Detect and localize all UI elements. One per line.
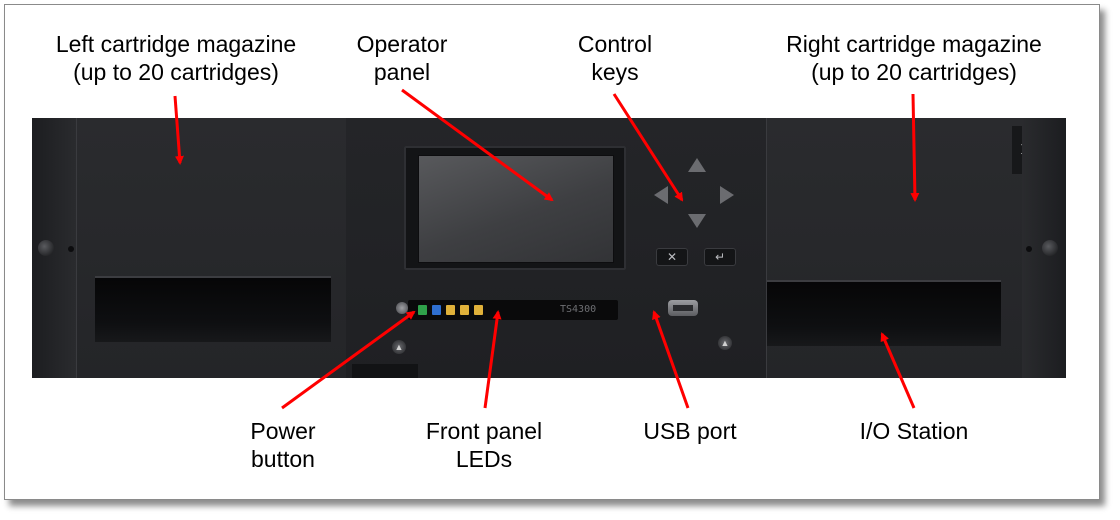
status-led [474,305,483,315]
indicator-dot [1026,246,1032,252]
down-arrow-key-icon[interactable] [688,214,706,228]
arrow-front-panel-leds [483,310,502,409]
operator-panel-bezel [404,146,626,270]
rack-screw [1042,240,1058,256]
up-arrow-key-icon[interactable] [688,158,706,172]
left-rack-ear [32,118,76,378]
cancel-key[interactable]: ✕ [656,248,688,266]
bottom-label-plate [352,364,418,378]
label-usb-port: USB port [643,418,737,444]
usb-port[interactable] [668,300,698,316]
arrow-io-station [880,332,916,409]
arrow-power-button [281,310,416,410]
left-cartridge-magazine[interactable] [76,118,348,378]
arrow-usb-port [652,310,690,409]
label-power-button: Power button [250,418,316,472]
status-led [418,305,427,315]
label-control-keys: Control keys [577,31,653,85]
right-arrow-key-icon[interactable] [720,186,734,204]
power-button[interactable] [396,302,408,314]
arrow-left-magazine [173,95,184,165]
lock-knob-icon: ▲ [392,340,406,354]
tape-library-front: ✕ ↵ TS4300 ▲ ▲ IBM [32,118,1066,378]
arrow-control-keys [612,93,684,202]
label-right-magazine: Right cartridge magazine (up to 20 cartr… [786,31,1042,85]
lock-knob-icon: ▲ [718,336,732,350]
status-led [446,305,455,315]
usb-port-opening [673,305,693,311]
status-led [460,305,469,315]
label-front-panel-leds: Front panel LEDs [425,418,543,472]
model-text: TS4300 [560,304,597,315]
arrow-right-magazine [910,93,920,202]
rack-screw [38,240,54,256]
left-magazine-slot [95,276,331,342]
front-panel-led-strip: TS4300 [408,300,618,320]
label-left-magazine: Left cartridge magazine (up to 20 cartri… [55,31,297,85]
center-control-section: ✕ ↵ TS4300 ▲ ▲ [346,118,766,378]
right-rack-ear [1022,118,1066,378]
arrow-operator-panel [401,88,554,202]
label-io-station: I/O Station [859,418,969,444]
label-operator-panel: Operator panel [356,31,448,85]
indicator-dot [68,246,74,252]
status-led [432,305,441,315]
left-arrow-key-icon[interactable] [654,186,668,204]
enter-key[interactable]: ↵ [704,248,736,266]
right-cartridge-magazine[interactable] [766,118,1024,378]
